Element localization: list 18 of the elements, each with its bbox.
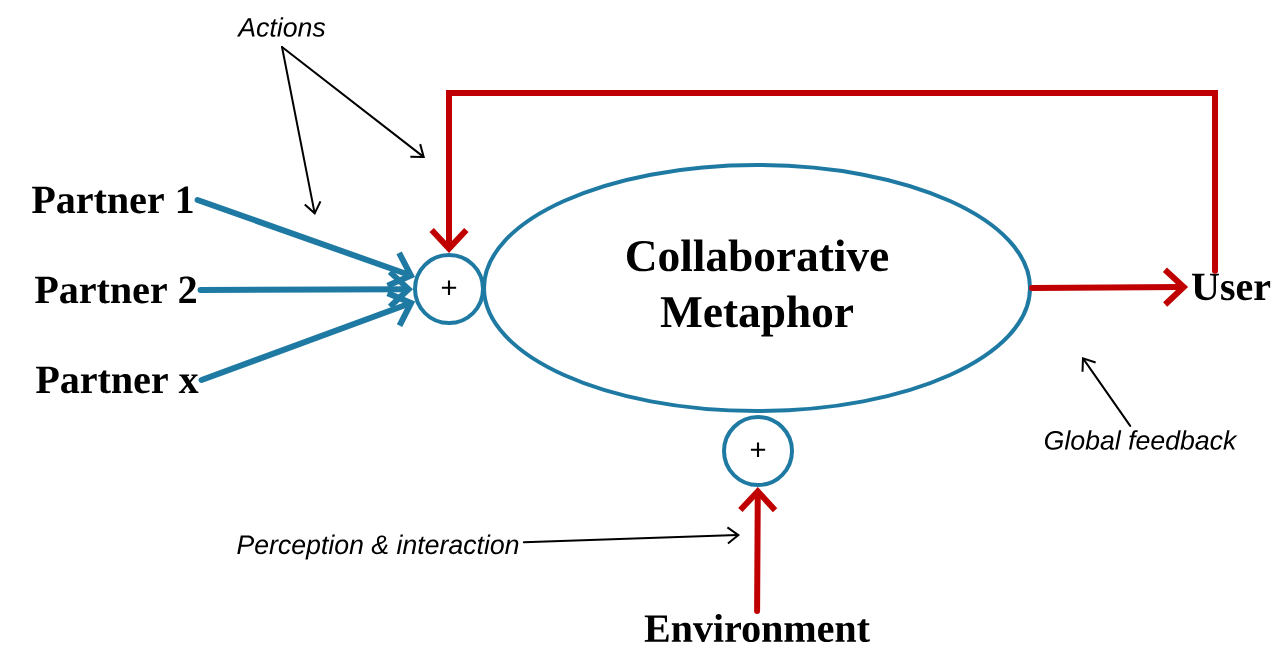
node-label: Partner x xyxy=(36,366,199,394)
arrow xyxy=(429,90,1218,274)
annotation-text: Perception & interaction xyxy=(237,534,519,560)
arrow xyxy=(197,269,413,309)
leader-line xyxy=(522,526,740,545)
node-label: Environment xyxy=(644,613,870,643)
annotation-text: Global feedback xyxy=(1044,430,1238,450)
leader-line xyxy=(281,46,425,158)
arrow xyxy=(198,290,416,383)
node-label: User xyxy=(1192,273,1271,301)
arrow xyxy=(1029,267,1189,307)
arrow xyxy=(738,487,778,614)
node-label: Partner 2 xyxy=(35,276,196,304)
leader-line xyxy=(281,46,322,215)
leader-line xyxy=(1081,357,1132,427)
arrow xyxy=(194,197,416,289)
node-label: Partner 1 xyxy=(32,186,193,214)
annotation-text: Actions xyxy=(236,17,326,37)
